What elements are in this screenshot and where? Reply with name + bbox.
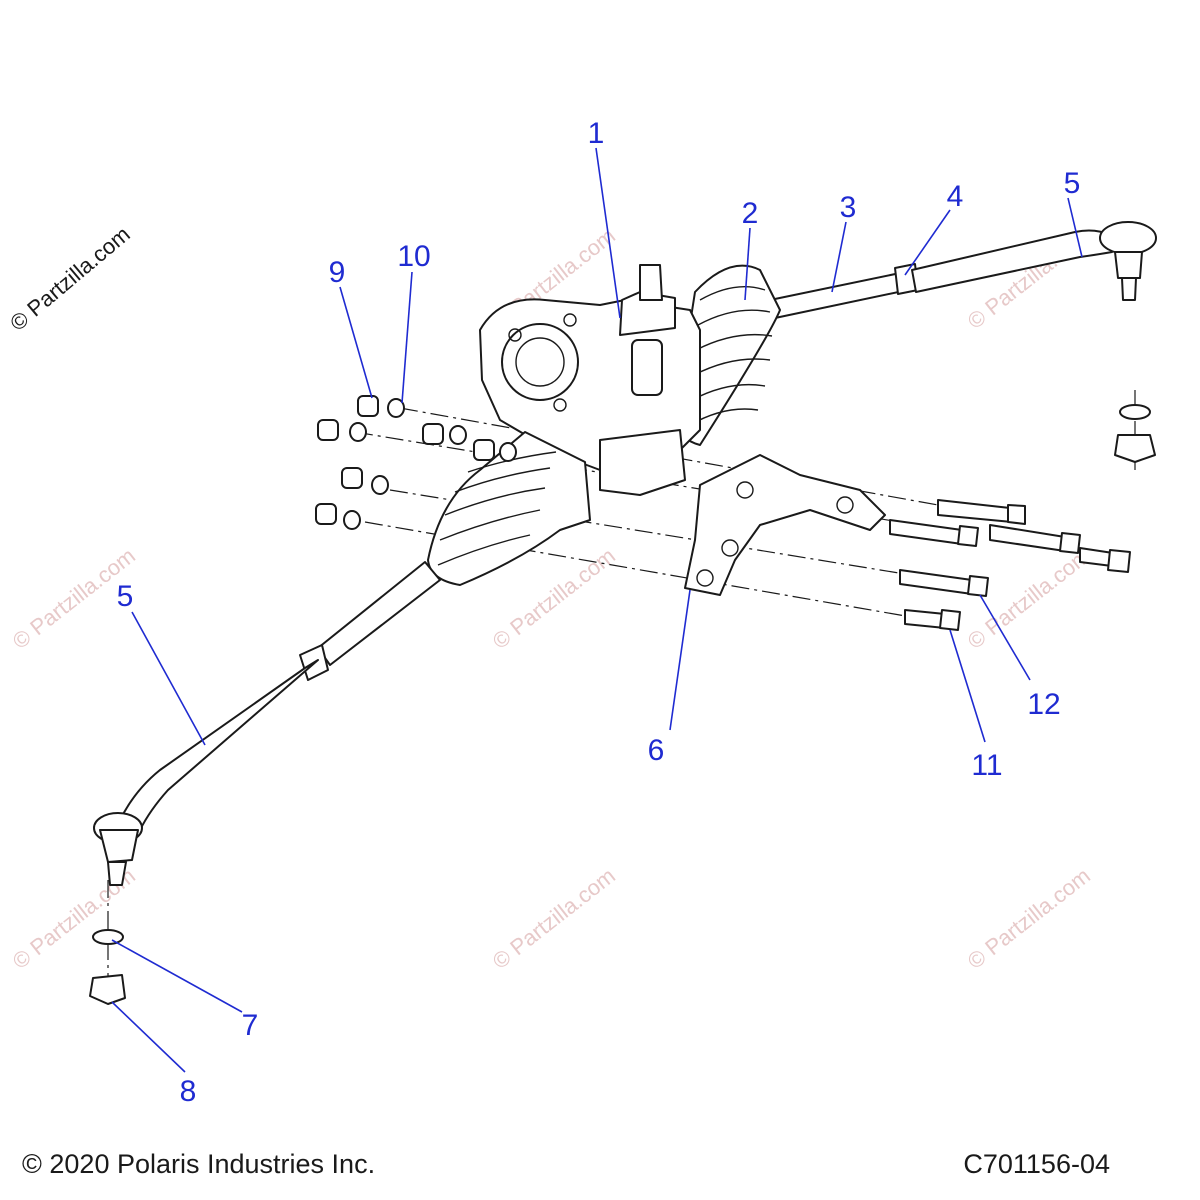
- callout-5-right: 5: [1064, 167, 1081, 200]
- nuts-and-washers: [315, 395, 517, 530]
- left-tie-rod: [89, 561, 441, 1005]
- leader-lines: [111, 147, 1083, 1073]
- partzilla-copyright: © Partzilla.com: [5, 221, 135, 335]
- callout-9: 9: [329, 256, 346, 289]
- callout-2: 2: [742, 197, 759, 230]
- watermark-text: © Partzilla.com: [488, 863, 620, 974]
- callout-4: 4: [947, 180, 964, 213]
- steering-gear-housing: [479, 264, 701, 496]
- callout-8: 8: [180, 1075, 197, 1108]
- callout-5-left: 5: [117, 580, 134, 613]
- mounting-bolts: [889, 499, 1131, 631]
- mounting-bracket: [684, 454, 886, 596]
- drawing-number: C701156-04: [963, 1149, 1110, 1179]
- callout-1: 1: [588, 117, 605, 150]
- callout-7: 7: [242, 1009, 259, 1042]
- callout-3: 3: [840, 191, 857, 224]
- callout-10: 10: [397, 240, 430, 273]
- watermark-text: © Partzilla.com: [963, 863, 1095, 974]
- callout-12: 12: [1027, 688, 1060, 721]
- callout-11: 11: [971, 749, 1002, 782]
- callout-labels: 1 2 3 4 5 5 6 7 8 9 10 11 12: [117, 117, 1081, 1108]
- callout-6: 6: [648, 734, 665, 767]
- footer-copyright: © 2020 Polaris Industries Inc.: [22, 1149, 375, 1179]
- right-tie-rod: [769, 221, 1157, 463]
- left-bellows-boot: [427, 431, 591, 586]
